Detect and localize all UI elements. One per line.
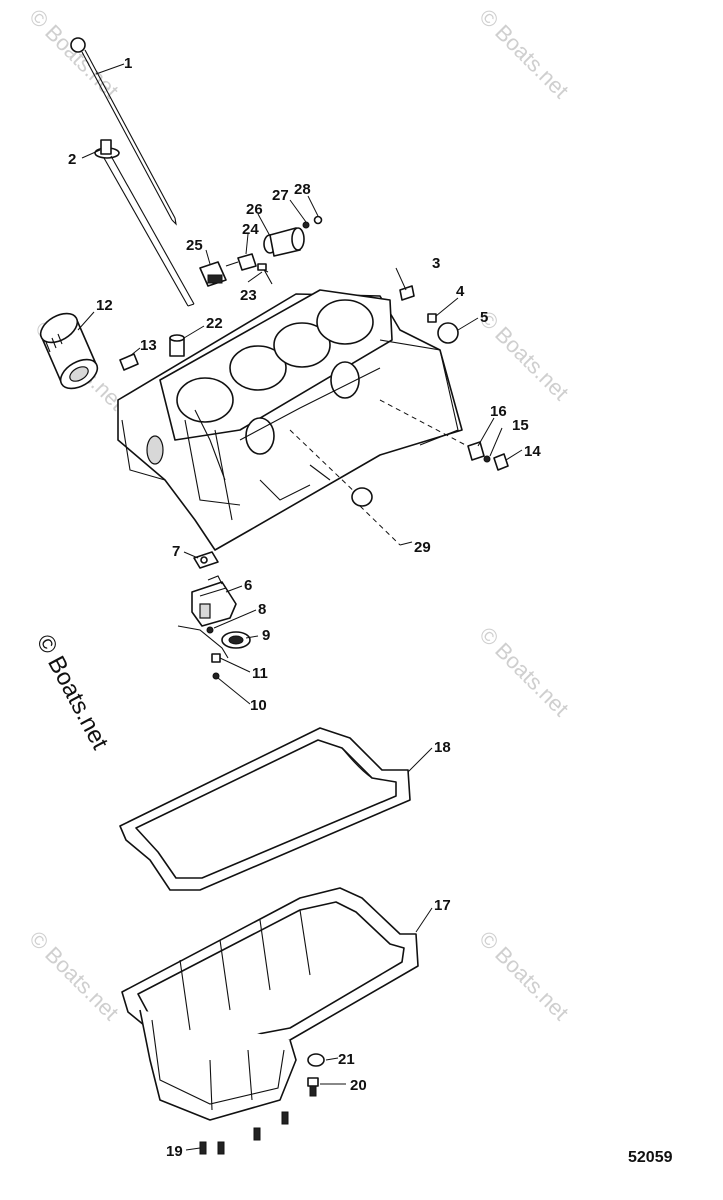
bolt-part-8	[206, 626, 214, 634]
callout-17: 17	[434, 897, 451, 914]
callout-12: 12	[96, 297, 113, 314]
watermark-main: © Boats.net	[31, 630, 114, 754]
dowel-pin-part	[119, 353, 139, 371]
cup-plug-part-29	[289, 429, 401, 546]
sender-part	[263, 227, 305, 257]
dipstick-part	[70, 37, 177, 226]
sleeve-part	[169, 334, 185, 357]
callout-4: 4	[456, 283, 465, 300]
fitting-part-16	[467, 441, 485, 461]
watermark-faint: © Boats.net	[474, 4, 573, 103]
callout-26: 26	[246, 201, 263, 218]
watermark-faint: © Boats.net	[24, 926, 123, 1025]
plug-part-4	[427, 313, 437, 323]
drain-plug-part-20	[307, 1077, 319, 1097]
washer-part-15	[483, 455, 491, 463]
callout-14: 14	[524, 443, 541, 460]
plug-part-14	[493, 453, 509, 471]
pickup-tube-part	[177, 625, 251, 659]
callout-28: 28	[294, 181, 311, 198]
cup-plug-part-5	[437, 322, 459, 344]
callout-11: 11	[252, 665, 268, 682]
callout-27: 27	[272, 187, 289, 204]
nut-part-28	[313, 215, 323, 225]
callout-8: 8	[258, 601, 266, 618]
watermark-faint: © Boats.net	[474, 926, 573, 1025]
callout-15: 15	[512, 417, 529, 434]
callout-20: 20	[350, 1077, 367, 1094]
callout-23: 23	[240, 287, 257, 304]
leader-lines	[77, 63, 523, 1151]
callout-29: 29	[414, 539, 431, 556]
plug-part-3	[399, 285, 415, 301]
oil-filter-part	[39, 312, 99, 390]
callout-25: 25	[186, 237, 203, 254]
callout-7: 7	[172, 543, 180, 560]
callout-18: 18	[434, 739, 451, 756]
washer-part-27	[302, 221, 310, 229]
sensor-part	[199, 261, 227, 287]
oil-pan-part	[121, 887, 419, 1121]
dipstick-tube-part	[94, 139, 195, 307]
callout-16: 16	[490, 403, 507, 420]
callout-3: 3	[432, 255, 440, 272]
callout-2: 2	[68, 151, 76, 168]
oil-pan-gasket-part	[119, 727, 411, 891]
callout-24: 24	[242, 221, 259, 238]
pickup-gasket-part	[193, 551, 219, 569]
callout-6: 6	[244, 577, 252, 594]
callout-21: 21	[338, 1051, 355, 1068]
watermark-faint: © Boats.net	[24, 4, 123, 103]
callout-1: 1	[124, 55, 132, 72]
bolt-part-23	[257, 263, 273, 285]
drain-washer-part-21	[307, 1053, 325, 1067]
nut-part-10	[212, 672, 220, 680]
figure-number: 52059	[628, 1149, 673, 1166]
clip-part-11	[211, 653, 221, 663]
callout-22: 22	[206, 315, 223, 332]
callout-19: 19	[166, 1143, 183, 1160]
oil-pump-part	[191, 575, 237, 627]
callout-labels: 1 2 3 4 5 6 7 8 9 10 11 12 13 14 15 16 1…	[68, 55, 541, 1160]
callout-5: 5	[480, 309, 488, 326]
watermark-faint: © Boats.net	[474, 306, 573, 405]
callout-10: 10	[250, 697, 267, 714]
watermark-faint: © Boats.net	[474, 622, 573, 721]
adapter-part	[225, 253, 257, 271]
callout-9: 9	[262, 627, 270, 644]
callout-13: 13	[140, 337, 157, 354]
engine-block-part	[117, 289, 463, 551]
